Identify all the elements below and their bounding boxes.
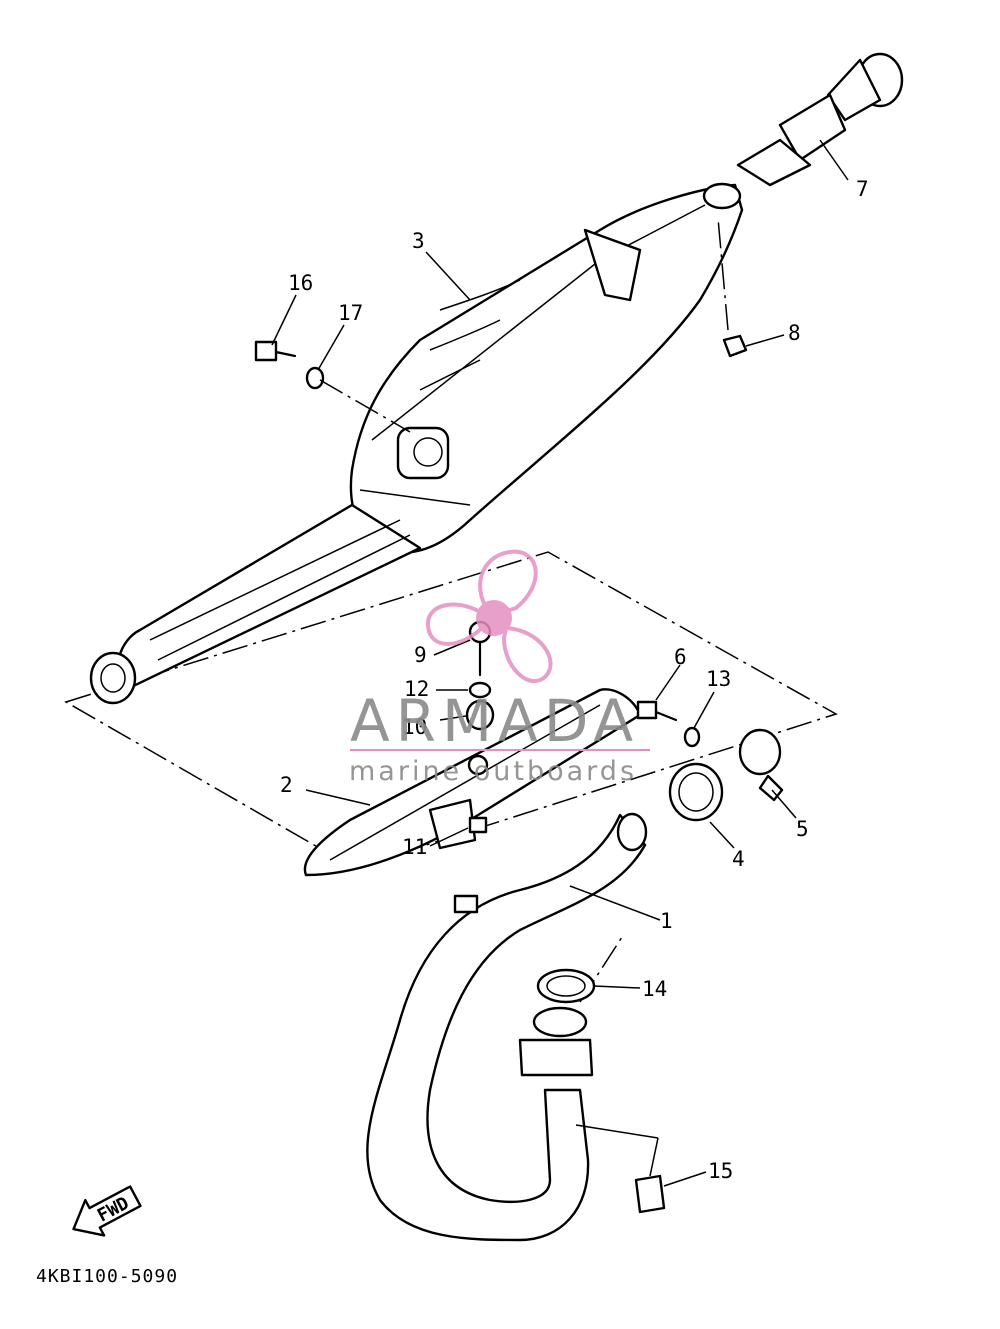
washer-part-12	[468, 681, 492, 699]
callout-5: 5	[796, 817, 809, 841]
leader-lines	[271, 139, 849, 1187]
callout-1: 1	[660, 909, 673, 933]
muffler-part-3	[89, 182, 744, 705]
gasket-part-4	[668, 762, 724, 822]
heat-protector-part-2	[303, 688, 642, 877]
end-cap-part-7	[736, 52, 904, 187]
exhaust-pipe-part-1	[366, 812, 648, 1242]
callout-11: 11	[402, 835, 427, 859]
callout-16: 16	[288, 271, 313, 295]
callout-15: 15	[708, 1159, 733, 1183]
drawing-code: 4KBI100-5090	[36, 1266, 178, 1287]
bolt-part-6	[636, 700, 678, 722]
callout-10: 10	[402, 715, 427, 739]
nut-part-15	[634, 1174, 666, 1214]
callout-3: 3	[412, 229, 425, 253]
callout-14: 14	[642, 977, 667, 1001]
callout-8: 8	[788, 321, 801, 345]
propeller-logo-icon	[425, 549, 553, 684]
watermark-brand: ARMADA	[350, 687, 639, 755]
forward-arrow-icon: FWD	[72, 1185, 142, 1237]
nut-part-8	[717, 217, 748, 358]
callout-6: 6	[674, 645, 687, 669]
callout-9: 9	[414, 643, 427, 667]
gasket-part-14	[536, 968, 596, 1004]
washer-part-17	[305, 366, 411, 433]
callout-7: 7	[856, 177, 869, 201]
callout-17: 17	[338, 301, 363, 325]
watermark-tagline: marine outboards	[349, 756, 637, 787]
callout-13: 13	[706, 667, 731, 691]
damper-part-10	[465, 699, 495, 731]
washer-part-13	[683, 726, 701, 748]
bolt-part-16	[254, 340, 297, 362]
callouts: 1 2 3 4 5 6 7 8 9 10 11 12 13 14 15 16 1…	[280, 177, 869, 1183]
nut-part-11	[468, 816, 488, 834]
watermark: ARMADA marine outboards	[349, 549, 650, 787]
callout-12: 12	[404, 677, 429, 701]
clamp-part-5	[738, 728, 784, 802]
callout-4: 4	[732, 847, 745, 871]
callout-2: 2	[280, 773, 293, 797]
